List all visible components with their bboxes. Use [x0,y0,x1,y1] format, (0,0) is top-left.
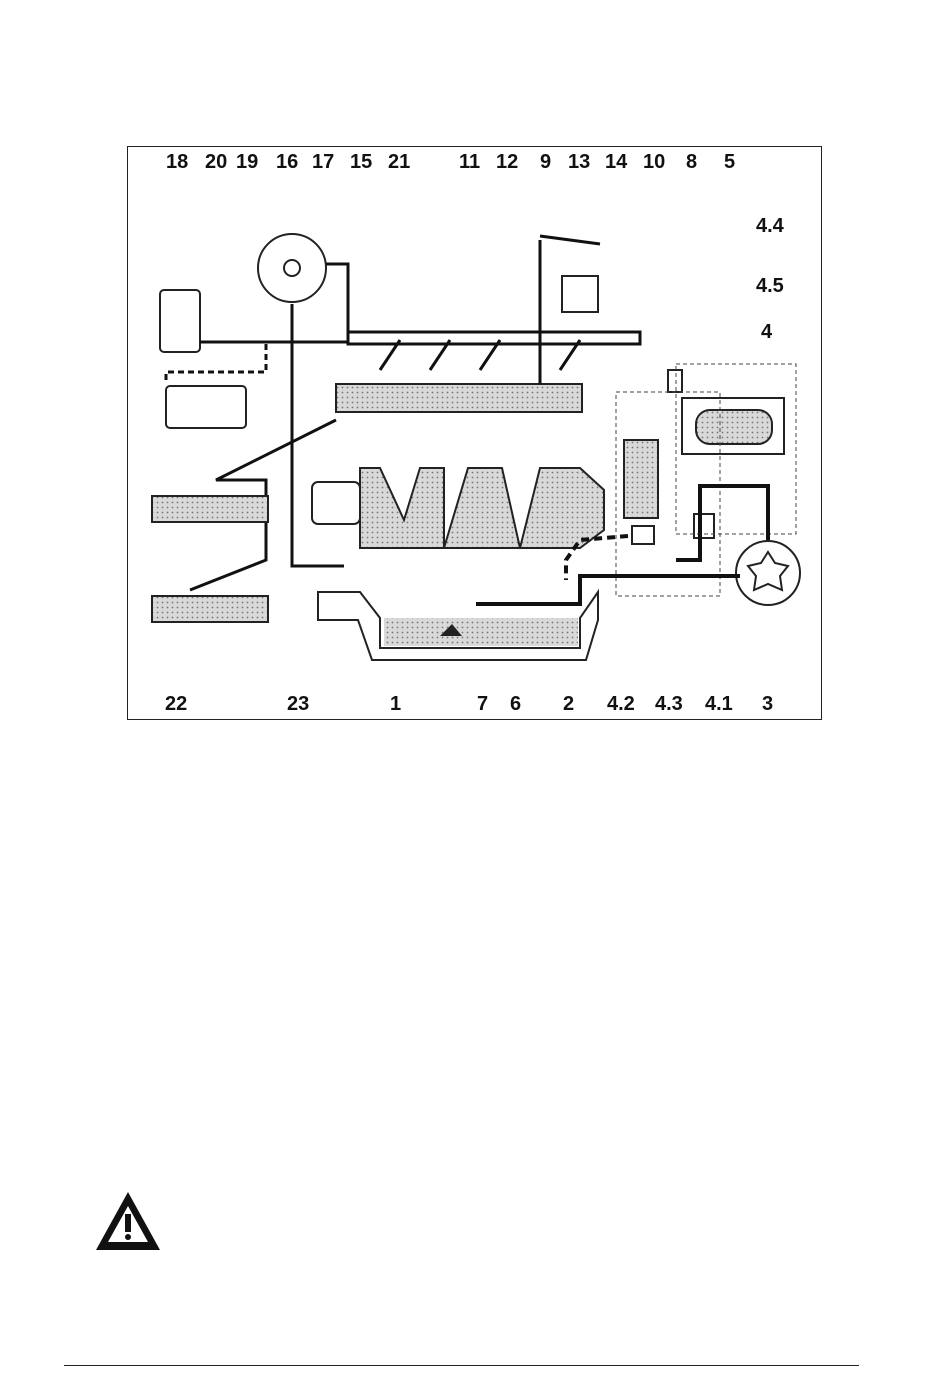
callout-4-4: 4.4 [756,216,784,236]
oil-filter [624,440,658,518]
callout-8: 8 [686,152,697,172]
callout-4-3: 4.3 [655,694,683,714]
crankshaft [360,468,604,548]
spray-nozzle-lower [152,596,268,622]
callout-19: 19 [236,152,258,172]
callout-4-2: 4.2 [607,694,635,714]
footer-rule [64,1365,859,1366]
pressure-line-pump [476,576,740,604]
spray-nozzle-upper [152,496,268,522]
callout-3: 3 [762,694,773,714]
cooler-housing-outline [676,364,796,534]
callout-4-5: 4.5 [756,276,784,296]
injection-pump [166,386,246,428]
callout-23: 23 [287,694,309,714]
callout-12: 12 [496,152,518,172]
callout-2: 2 [563,694,574,714]
callout-22: 22 [165,694,187,714]
callout-4: 4 [761,322,772,342]
air-compressor [160,290,200,352]
callout-7: 7 [477,694,488,714]
bypass-valve [632,526,654,544]
callout-11: 11 [459,152,480,172]
callout-1: 1 [390,694,401,714]
turbo-feed-line [326,264,348,332]
oil-cooler [696,410,772,444]
callout-5: 5 [724,152,735,172]
oil-level [384,618,578,646]
main-gallery-line [348,332,640,344]
crankshaft-pulley [312,482,360,524]
warning-triangle-icon [96,1192,160,1250]
callout-9: 9 [540,152,551,172]
callout-17: 17 [312,152,334,172]
piston [562,276,598,312]
callout-21: 21 [388,152,410,172]
callout-14: 14 [605,152,627,172]
callout-13: 13 [568,152,590,172]
callout-10: 10 [643,152,665,172]
callout-18: 18 [166,152,188,172]
callout-15: 15 [350,152,372,172]
turbocharger-hub [284,260,300,276]
callout-6: 6 [510,694,521,714]
rocker-arm [540,236,600,244]
callout-20: 20 [205,152,227,172]
callout-16: 16 [276,152,298,172]
oil-pressure-valve [668,370,682,392]
callout-4-1: 4.1 [705,694,733,714]
camshaft [336,384,582,412]
